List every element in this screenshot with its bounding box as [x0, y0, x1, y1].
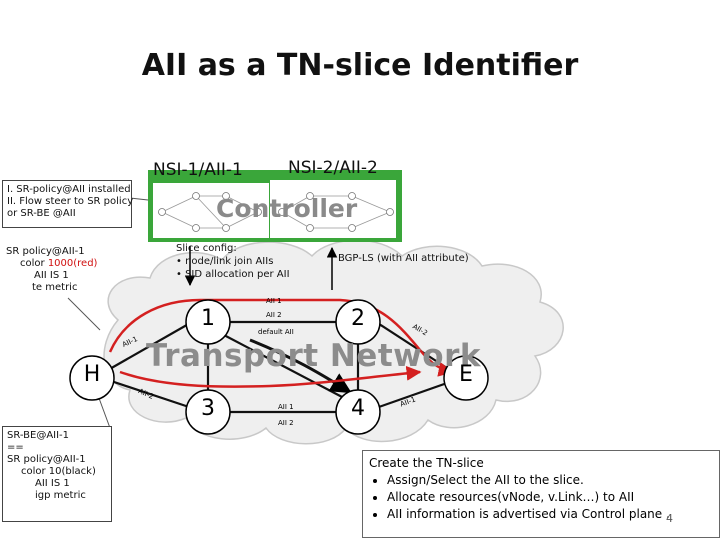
node-1 [185, 299, 231, 345]
create-slice-box: Create the TN-slice Assign/Select the AI… [362, 450, 720, 538]
node-4-label: 4 [351, 396, 365, 421]
node-3 [185, 389, 231, 435]
create-slice-list: Assign/Select the AII to the slice. Allo… [369, 472, 713, 523]
bgp-ls-label: BGP-LS (with AII attribute) [338, 253, 469, 264]
installed-line-2: II. Flow steer to SR policy [7, 196, 134, 207]
node-3-label: 3 [201, 396, 215, 421]
installed-line-3: or SR-BE @AII [7, 208, 76, 219]
link-label-aii1-top: AII 1 [266, 297, 282, 305]
sr-be-callout: SR-BE@AII-1 == SR policy@AII-1 color 10(… [2, 426, 112, 522]
installed-pointer [129, 197, 149, 201]
link-n4-e [375, 380, 451, 410]
node-1-label: 1 [201, 306, 215, 331]
nsi2-label: NSI-2/AII-2 [288, 158, 378, 178]
slice-config-line-2: • node/link join AIIs [176, 256, 274, 267]
controller-label: Controller [216, 194, 358, 223]
node-2 [335, 299, 381, 345]
link-label-n3-n4-1: AII 1 [278, 403, 294, 411]
sr-policy-callout: SR policy@AII-1 color 1000(red) AII IS 1… [2, 243, 104, 335]
default-path-arrow [249, 338, 352, 394]
node-e [443, 355, 489, 401]
node-e-label: E [459, 362, 473, 387]
sr-policy-line-2: color 1000(red) [6, 258, 100, 270]
link-h-n3 [107, 378, 193, 410]
nsi1-panel [153, 183, 269, 238]
link-label-default: default AII [258, 328, 294, 336]
sr-be-line-4: color 10(black) [21, 466, 96, 477]
sr-be-line-6: igp metric [35, 490, 86, 501]
slice-config-line-1: Slice config: [176, 243, 237, 254]
sr-policy-color-prefix: color [20, 258, 48, 269]
sr-be-line-1: SR-BE@AII-1 [7, 430, 70, 441]
sr-be-line-5: AII IS 1 [35, 478, 70, 489]
transport-network-label: Transport Network [146, 338, 481, 374]
aii1-red-path-lower [119, 365, 422, 388]
sr-policy-line-1: SR policy@AII-1 [6, 246, 85, 257]
page-number: 4 [666, 512, 673, 525]
sr-be-line-3: SR policy@AII-1 [7, 454, 86, 465]
slide-title: AII as a TN-slice Identifier [141, 48, 579, 83]
link-h-n1 [107, 321, 193, 371]
node-h-label: H [83, 362, 101, 387]
sr-policy-line-3: AII IS 1 [34, 270, 69, 281]
create-slice-heading: Create the TN-slice [369, 456, 484, 470]
nsi1-label: NSI-1/AII-1 [153, 160, 243, 180]
sr-policy-color-value: 1000(red) [47, 258, 98, 269]
sr-be-line-2: == [7, 442, 24, 453]
node-4 [335, 389, 381, 435]
slice-config-line-3: • SID allocation per AII [176, 269, 290, 280]
installed-line-1: I. SR-policy@AII installed [7, 184, 131, 195]
link-n1-n4 [221, 333, 345, 399]
create-slice-item-2: Allocate resources(vNode, v.Link…) to AI… [387, 489, 713, 506]
node-h [69, 355, 115, 401]
create-slice-item-3: AII information is advertised via Contro… [387, 506, 713, 523]
installed-callout: I. SR-policy@AII installed II. Flow stee… [2, 180, 134, 228]
link-label-n3-n4-2: AII 2 [278, 419, 294, 427]
node-2-label: 2 [351, 306, 365, 331]
slice-config-text: Slice config: • node/link join AIIs • SI… [176, 242, 290, 281]
srpolicy-pointer [67, 297, 101, 331]
create-slice-item-1: Assign/Select the AII to the slice. [387, 472, 713, 489]
sr-policy-line-4: te metric [32, 282, 78, 293]
link-label-aii2-top: AII 2 [266, 311, 282, 319]
